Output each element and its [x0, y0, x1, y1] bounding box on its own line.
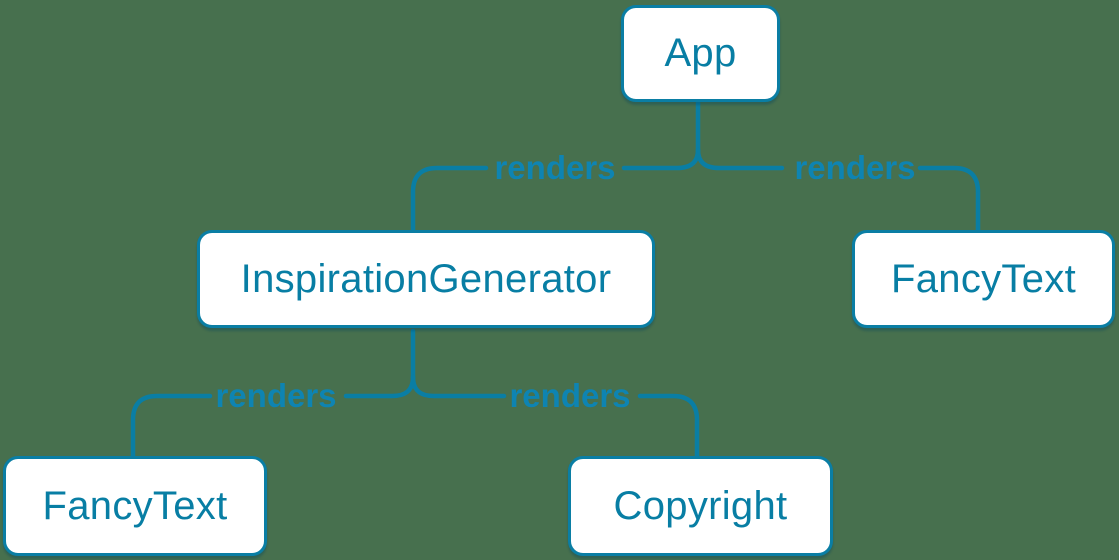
- edge-app-to-fancytext-arm: [695, 147, 785, 171]
- tree-node-app: App: [621, 5, 780, 102]
- edge-app-to-fancytext-drop: [917, 165, 981, 234]
- edge-label-renders-app-left: renders: [494, 149, 615, 186]
- tree-node-inspiration-generator: InspirationGenerator: [197, 230, 655, 328]
- edge-inspiration-to-copyright-drop: [637, 393, 700, 460]
- tree-node-fancy-text-left: FancyText: [3, 456, 267, 556]
- edge-app-to-inspiration-drop: [410, 165, 489, 234]
- edge-inspiration-to-copyright-arm: [410, 374, 507, 399]
- edge-label-renders-inspiration-left: renders: [215, 377, 336, 414]
- edge-inspiration-to-fancytext-arm: [343, 374, 416, 399]
- tree-node-fancy-text-left-label: FancyText: [42, 483, 228, 528]
- tree-node-app-label: App: [664, 31, 737, 75]
- edge-inspiration-to-fancytext-drop: [130, 393, 213, 460]
- edge-app-to-inspiration-arm: [621, 147, 701, 171]
- edge-label-renders-app-right: renders: [794, 149, 915, 186]
- tree-node-copyright-label: Copyright: [613, 483, 788, 528]
- tree-node-inspiration-generator-label: InspirationGenerator: [240, 256, 612, 301]
- tree-node-fancy-text-right: FancyText: [852, 230, 1115, 328]
- tree-node-copyright: Copyright: [568, 456, 833, 556]
- edge-label-renders-inspiration-right: renders: [509, 377, 630, 414]
- tree-node-fancy-text-right-label: FancyText: [891, 256, 1076, 301]
